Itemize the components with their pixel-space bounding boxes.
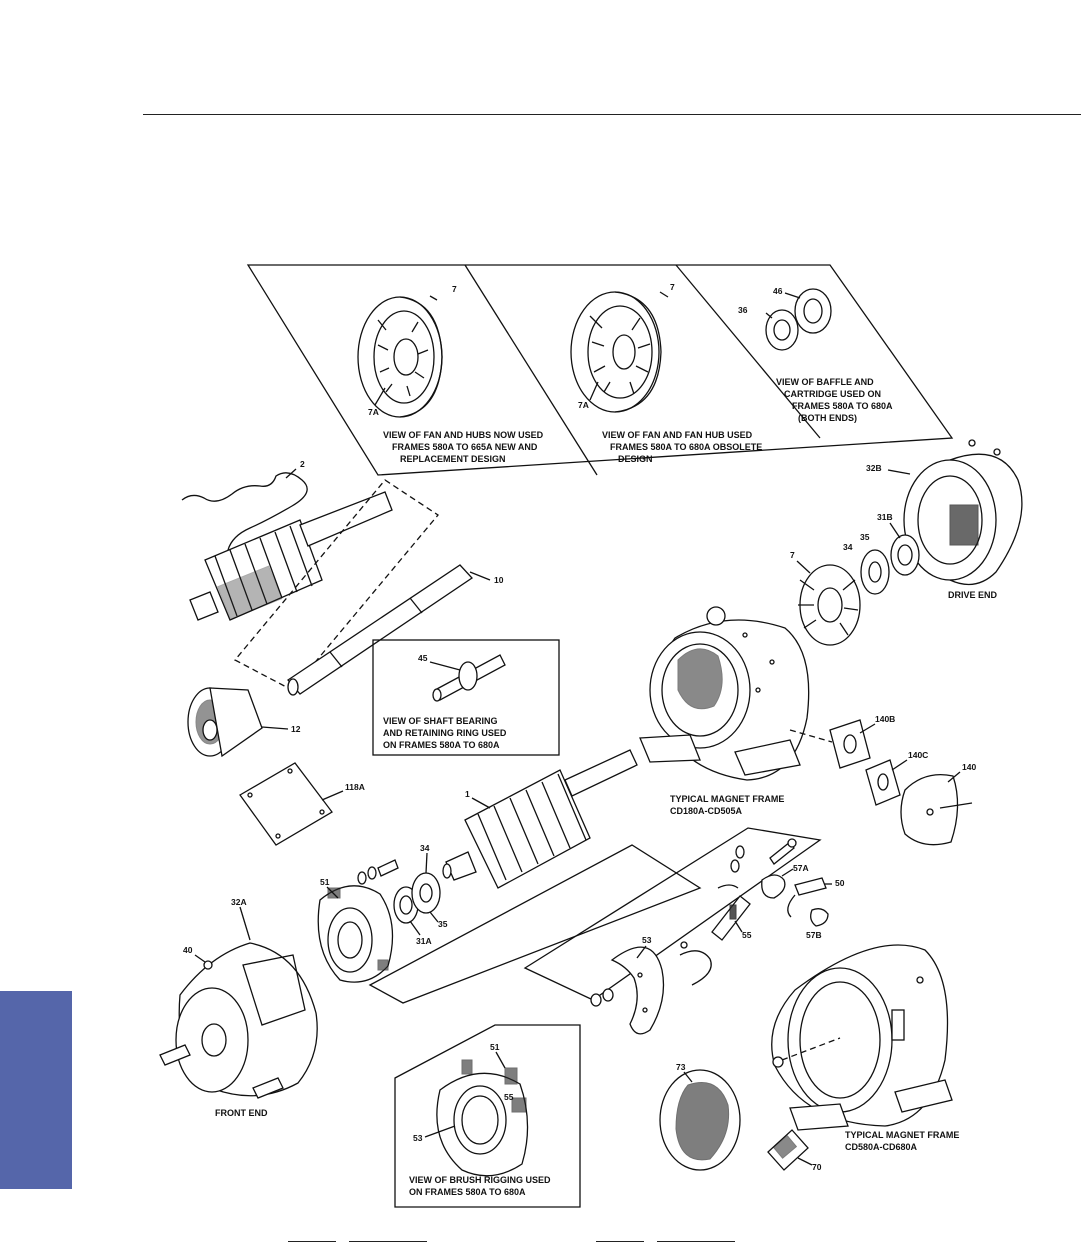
cable-53: [679, 941, 712, 986]
label-7-drive: 7: [790, 550, 795, 560]
conduit-box-140: [900, 773, 973, 846]
caption-baffle: VIEW OF BAFFLE AND CARTRIDGE USED ON FRA…: [776, 377, 895, 423]
label-35: 35: [438, 919, 448, 929]
caption-fan-obsolete: VIEW OF FAN AND FAN HUB USED FRAMES 580A…: [602, 430, 765, 464]
label-12: 12: [291, 724, 301, 734]
label-118a: 118A: [345, 782, 365, 792]
armature-1: [442, 749, 638, 889]
caption-fan-new: VIEW OF FAN AND HUBS NOW USED FRAMES 580…: [383, 430, 546, 464]
label-140c: 140C: [908, 750, 928, 760]
brush-50: [787, 877, 827, 918]
gasket-140b: [829, 719, 871, 769]
baffle-label-46: 46: [773, 286, 783, 296]
header-rule: [143, 114, 1081, 115]
label-73: 73: [676, 1062, 686, 1072]
caption-shaft-bearing: VIEW OF SHAFT BEARING AND RETAINING RING…: [383, 716, 509, 750]
label-51: 51: [320, 877, 330, 887]
label-1: 1: [465, 789, 470, 799]
nuts-53: [590, 988, 614, 1007]
label-10: 10: [494, 575, 504, 585]
footer-rule-3: [596, 1241, 644, 1242]
bolt-40: [203, 960, 213, 970]
gasket-140c: [865, 759, 901, 806]
caption-brush-rigging: VIEW OF BRUSH RIGGING USED ON FRAMES 580…: [409, 1175, 553, 1197]
label-57a: 57A: [793, 863, 809, 873]
interpole-70: [767, 1129, 809, 1171]
label-50: 50: [835, 878, 845, 888]
clip-57b: [810, 908, 829, 927]
caption-magnet-frame-large: TYPICAL MAGNET FRAME CD580A-CD680A: [845, 1130, 962, 1152]
fan-new-label-7: 7: [452, 284, 457, 294]
armature-top: [189, 491, 393, 621]
fan-drive-7: [798, 564, 861, 646]
fan-obsolete-design: [570, 291, 669, 413]
label-2: 2: [300, 459, 305, 469]
fan-new-design: [357, 295, 443, 418]
field-coil-73: [659, 1069, 741, 1171]
bearing-31b: [890, 534, 920, 576]
footer-rule-4: [657, 1241, 735, 1242]
magnet-frame-large: [771, 944, 953, 1131]
label-140b: 140B: [875, 714, 895, 724]
inset-brush-rigging: [394, 1024, 581, 1208]
label-32b: 32B: [866, 463, 882, 473]
rigging-label-53: 53: [413, 1133, 423, 1143]
footer-rule-1: [288, 1241, 336, 1242]
retainer-34-35-front: [411, 872, 441, 914]
rigging-label-55: 55: [504, 1092, 514, 1102]
shaft-bearing-45: [432, 654, 506, 702]
label-31b: 31B: [877, 512, 893, 522]
baffle-label-36: 36: [738, 305, 748, 315]
inset-shaft-bearing: [372, 639, 560, 756]
baffle-cartridge: [765, 288, 832, 351]
label-55: 55: [742, 930, 752, 940]
label-34-drive: 34: [843, 542, 853, 552]
brush-holder-55: [711, 895, 751, 941]
commutator-12: [187, 687, 263, 758]
fan-obs-label-7: 7: [670, 282, 675, 292]
inset-banner: [246, 264, 954, 476]
label-31a: 31A: [416, 936, 432, 946]
drive-end-housing-32b: [903, 439, 1023, 586]
label-35-drive: 35: [860, 532, 870, 542]
label-45: 45: [418, 653, 428, 663]
label-40: 40: [183, 945, 193, 955]
spring-57a: [761, 838, 797, 899]
shaft-10: [287, 564, 473, 696]
retainer-34-35: [860, 549, 890, 595]
rigging-label-51: 51: [490, 1042, 500, 1052]
wire-part-2: [181, 472, 308, 551]
side-tab: [0, 991, 72, 1189]
caption-magnet-frame-small: TYPICAL MAGNET FRAME CD180A-CD505A: [670, 794, 787, 816]
front-end-housing-32a: [159, 942, 318, 1099]
bolts-front: [357, 859, 399, 885]
label-32a: 32A: [231, 897, 247, 907]
footer-rule-2: [349, 1241, 427, 1242]
label-53: 53: [642, 935, 652, 945]
label-34: 34: [420, 843, 430, 853]
fan-new-label-7a: 7A: [368, 407, 379, 417]
label-70: 70: [812, 1162, 822, 1172]
label-140: 140: [962, 762, 976, 772]
label-57b: 57B: [806, 930, 822, 940]
magnet-frame-small: [639, 606, 810, 781]
brush-rigging-assembly: [436, 1059, 529, 1177]
fan-obs-label-7a: 7A: [578, 400, 589, 410]
caption-front-end: FRONT END: [215, 1108, 268, 1118]
screws-brush: [717, 845, 745, 889]
rocker-53: [610, 946, 665, 1035]
bracket-51: [317, 885, 394, 983]
caption-drive-end: DRIVE END: [948, 590, 998, 600]
cover-plate-118a: [239, 762, 333, 846]
